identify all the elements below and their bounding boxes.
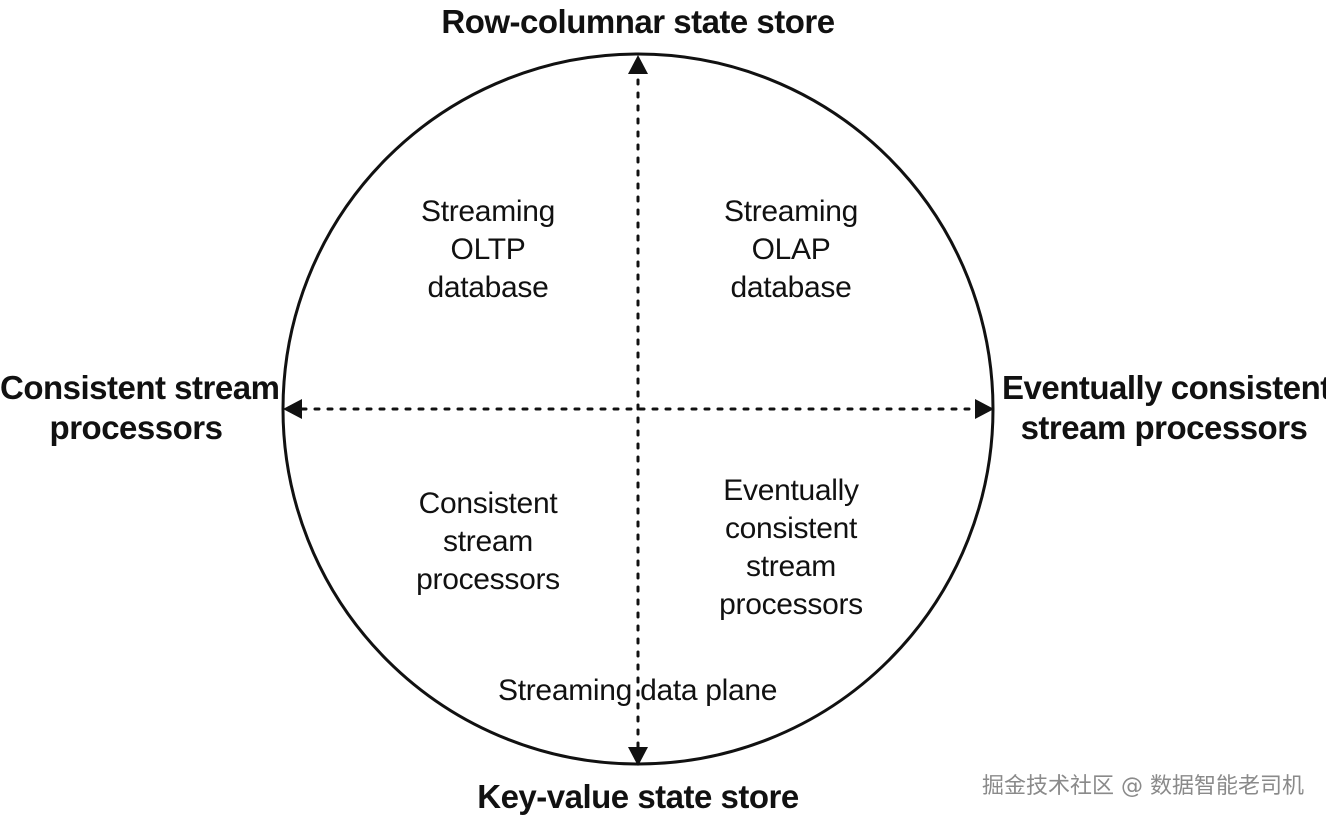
arrow-up-icon xyxy=(628,55,648,74)
quadrant-text: processors xyxy=(416,563,560,596)
center-plane-label: Streaming data plane xyxy=(498,674,778,707)
left-axis-label-line1: Consistent stream xyxy=(0,369,280,406)
watermark: 掘金技术社区 @ 数据智能老司机 xyxy=(982,774,1304,799)
quadrant-text: consistent xyxy=(724,512,858,545)
quadrant-text: database xyxy=(427,271,549,304)
quadrant-text: OLAP xyxy=(751,233,831,266)
quadrant-text: Streaming xyxy=(723,195,859,228)
quadrant-bottom-right: Eventually consistent stream processors xyxy=(681,472,901,624)
quadrant-text: OLTP xyxy=(450,233,526,266)
right-axis-label-line1: Eventually consistent xyxy=(1002,369,1326,406)
quadrant-text: database xyxy=(730,271,852,304)
right-axis-label-line2: stream processors xyxy=(1020,409,1308,446)
quadrant-top-left: Streaming OLTP database xyxy=(388,193,588,307)
arrow-down-icon xyxy=(628,747,648,766)
top-axis-label: Row-columnar state store xyxy=(441,3,835,40)
quadrant-text: processors xyxy=(719,588,863,621)
quadrant-text: stream xyxy=(746,550,836,583)
quadrant-text: stream xyxy=(443,525,533,558)
arrow-right-icon xyxy=(975,399,994,419)
right-axis-label: Eventually consistent stream processors xyxy=(1002,368,1326,448)
left-axis-label: Consistent stream processors xyxy=(0,368,280,448)
quadrant-text: Streaming xyxy=(420,195,556,228)
quadrant-text: Eventually xyxy=(723,474,859,507)
quadrant-text: Consistent xyxy=(418,487,558,520)
arrow-left-icon xyxy=(283,399,302,419)
left-axis-label-line2: processors xyxy=(49,409,223,446)
quadrant-top-right: Streaming OLAP database xyxy=(691,193,891,307)
quadrant-bottom-left: Consistent stream processors xyxy=(378,485,598,599)
bottom-axis-label: Key-value state store xyxy=(477,778,799,815)
